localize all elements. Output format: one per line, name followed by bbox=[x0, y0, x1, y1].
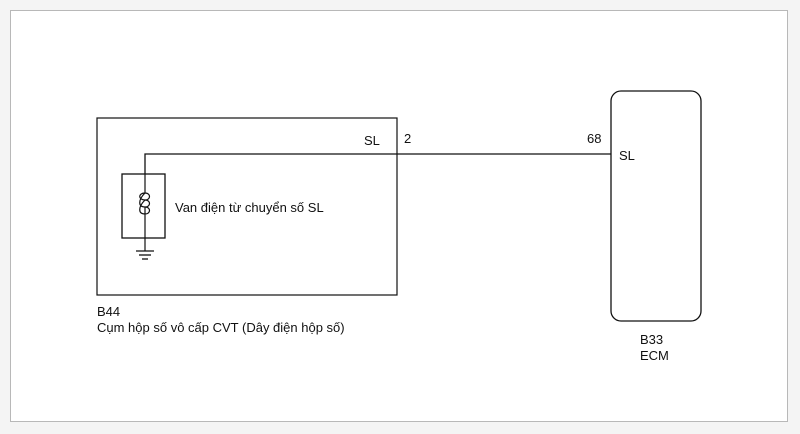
ecm-component-code: B33 bbox=[640, 332, 664, 347]
ground-icon bbox=[136, 238, 154, 260]
sl-signal-wire bbox=[144, 153, 611, 174]
ecm-component-box bbox=[610, 90, 702, 322]
b44-component-name: Cụm hộp số vô cấp CVT (Dây điện hộp số) bbox=[97, 320, 345, 335]
b44-component-code: B44 bbox=[97, 304, 121, 319]
ecm-terminal-name: SL bbox=[619, 148, 635, 163]
b44-pin-number: 2 bbox=[404, 131, 412, 146]
b44-terminal-name: SL bbox=[364, 133, 380, 148]
solenoid-coil-icon bbox=[139, 174, 151, 238]
diagram-frame bbox=[10, 10, 788, 422]
ecm-pin-number: 68 bbox=[587, 131, 602, 146]
b44-component-box bbox=[96, 117, 398, 296]
ecm-component-name: ECM bbox=[640, 348, 669, 363]
solenoid-label: Van điện từ chuyển số SL bbox=[175, 200, 324, 215]
solenoid-body bbox=[121, 173, 166, 239]
